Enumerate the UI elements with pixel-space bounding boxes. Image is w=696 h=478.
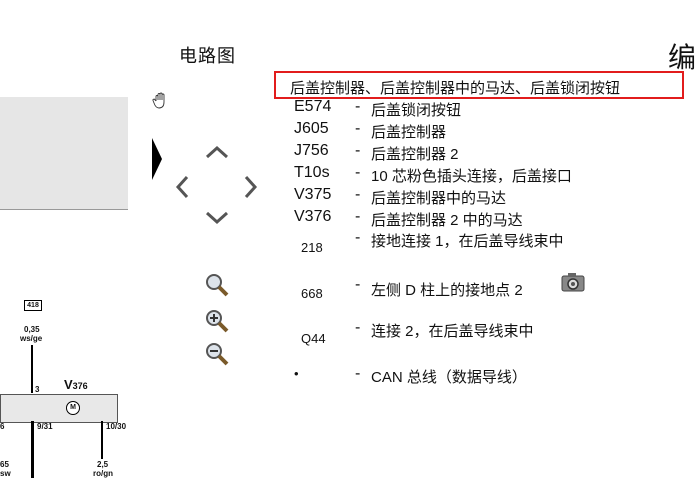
legend-code-j605: J605 (294, 120, 329, 137)
legend-dash: - (355, 98, 361, 115)
wire-color-label: ws/ge (20, 334, 43, 343)
legend-desc-t10s: 10 芯粉色插头连接，后盖接口 (371, 168, 572, 185)
wire-top (31, 345, 33, 393)
wire-bottom-right (101, 421, 103, 459)
legend-code-t10s: T10s (294, 164, 330, 181)
legend-desc-e574: 后盖锁闭按钮 (371, 102, 462, 119)
wire-bottom-left (31, 421, 34, 478)
legend-dash: - (355, 229, 361, 246)
legend-dash: - (355, 208, 361, 225)
camera-icon[interactable] (561, 272, 585, 297)
legend-desc-q44: 连接 2，在后盖导线束中 (371, 323, 534, 340)
magnifier-icon[interactable] (204, 272, 230, 303)
arrow-down-icon[interactable] (204, 210, 230, 231)
diagram-viewer[interactable]: 418 0,35 ws/ge 3 V376 (0, 290, 135, 478)
legend-dash: - (355, 120, 361, 137)
bottom-left-size: 65 (0, 460, 9, 469)
pin-right-label: 10/30 (106, 422, 127, 431)
legend-code-668: 668 (301, 286, 323, 301)
legend-desc-v375: 后盖控制器中的马达 (371, 190, 507, 207)
motor-symbol: M (66, 401, 80, 415)
highlighted-header-frame (274, 71, 684, 99)
bottom-right-size: 2,5 (97, 460, 109, 469)
legend-desc-j605: 后盖控制器 (371, 124, 447, 141)
legend-code-218: 218 (301, 240, 323, 255)
edit-title-partial: 编 (668, 42, 696, 73)
legend-code-j756: J756 (294, 142, 329, 159)
legend-dash: - (355, 319, 361, 336)
arrow-left-icon[interactable] (174, 174, 190, 205)
pin-left-label: 6 (0, 422, 5, 431)
legend-code-bullet: • (294, 366, 299, 381)
legend-desc-v376: 后盖控制器 2 中的马达 (371, 212, 523, 229)
legend-code-q44: Q44 (301, 331, 326, 346)
legend-desc-668: 左侧 D 柱上的接地点 2 (371, 282, 523, 299)
arrow-right-icon[interactable] (243, 174, 259, 205)
connector-box-418: 418 (24, 300, 42, 311)
legend-code-v376: V376 (294, 208, 332, 225)
legend-dash: - (355, 186, 361, 203)
diagram-thumbnail-panel[interactable] (0, 97, 128, 210)
arrow-up-icon[interactable] (204, 144, 230, 165)
legend-dash: - (355, 142, 361, 159)
bottom-left-color: sw (0, 469, 11, 478)
legend-desc-can: CAN 总线（数据导线） (371, 369, 527, 386)
legend-code-v375: V375 (294, 186, 332, 203)
bottom-right-color: ro/gn (93, 469, 113, 478)
component-letter: V (64, 377, 73, 392)
legend-desc-218: 接地连接 1，在后盖导线束中 (371, 233, 564, 250)
legend-header: 后盖控制器、后盖控制器中的马达、后盖锁闭按钮 (290, 80, 621, 97)
pin-top-label: 3 (35, 385, 40, 394)
wire-size-label: 0,35 (24, 325, 40, 334)
legend-code-e574: E574 (294, 98, 332, 115)
collapse-panel-arrow-icon[interactable] (152, 138, 162, 180)
legend-desc-j756: 后盖控制器 2 (371, 146, 459, 163)
legend-dash: - (355, 164, 361, 181)
component-label: V376 (64, 377, 88, 392)
legend-dash: - (355, 365, 361, 382)
hand-icon[interactable] (151, 91, 171, 111)
component-subscript: 376 (72, 381, 88, 391)
component-v376-body (0, 394, 118, 423)
page-title: 电路图 (179, 46, 236, 66)
zoom-in-icon[interactable] (204, 308, 230, 339)
pin-mid-label: 9/31 (37, 422, 53, 431)
zoom-out-icon[interactable] (204, 341, 230, 372)
legend-dash: - (355, 276, 361, 293)
